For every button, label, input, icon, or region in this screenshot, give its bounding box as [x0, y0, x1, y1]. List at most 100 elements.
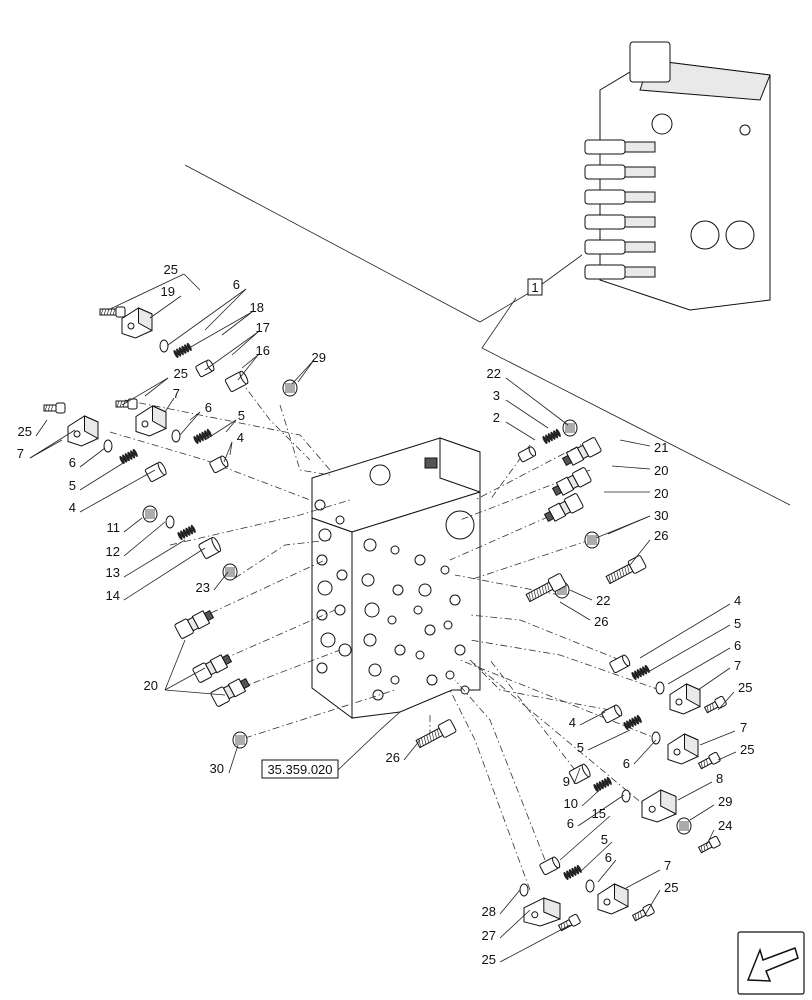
- solenoid: [584, 214, 626, 230]
- leader-c25g: [499, 924, 571, 963]
- leader-c25f: [644, 889, 661, 916]
- port-hole: [392, 584, 404, 596]
- port-hole: [338, 643, 352, 657]
- leader-c8: [677, 781, 713, 801]
- callout-c7b: 7: [17, 446, 24, 461]
- leader-c6d: [667, 647, 731, 685]
- leader-c22b: [569, 589, 593, 601]
- callout-c21: 21: [654, 440, 668, 455]
- callout-c29a: 29: [312, 350, 326, 365]
- leader-c9: [573, 767, 581, 785]
- leader-c4c: [639, 603, 731, 659]
- port-hole: [390, 675, 400, 685]
- port-hole: [424, 624, 436, 636]
- callout-c6e: 6: [623, 756, 630, 771]
- reference-box-group[interactable]: 35.359.020: [261, 711, 401, 779]
- spring-5c: [631, 664, 650, 681]
- plug-16: [224, 370, 249, 392]
- leader-c25b: [121, 377, 169, 406]
- sensor-21: [561, 437, 602, 467]
- leader-c25b: [144, 377, 169, 397]
- callout-c5e: 5: [601, 832, 608, 847]
- leader-c6a: [167, 288, 247, 346]
- bolt-25g: [557, 913, 581, 932]
- callout-c4d: 4: [569, 715, 576, 730]
- port-hole: [415, 650, 425, 660]
- leader-c3: [505, 399, 549, 429]
- solenoid: [584, 139, 626, 155]
- leader-c20a: [164, 667, 206, 691]
- port-hole: [454, 644, 466, 656]
- spring-13: [177, 524, 196, 541]
- callout-c7d: 7: [740, 720, 747, 735]
- spring-5e: [563, 864, 582, 881]
- port-hole: [336, 569, 348, 581]
- callout-c24: 24: [718, 818, 732, 833]
- port-hole: [335, 515, 345, 525]
- callout-c2: 2: [493, 410, 500, 425]
- leader-c5b: [79, 459, 129, 491]
- callout-c5d: 5: [577, 740, 584, 755]
- leader-c27: [499, 909, 531, 939]
- port-hole: [316, 662, 328, 674]
- leader-c5e: [579, 841, 613, 873]
- leader-c4a: [223, 441, 233, 463]
- leader-c6a: [204, 288, 247, 331]
- callout-c28: 28: [482, 904, 496, 919]
- arrow-icon[interactable]: [737, 931, 805, 995]
- leader-c20a: [164, 639, 186, 691]
- cover-7c: [669, 683, 701, 715]
- callout-c25b: 25: [174, 366, 188, 381]
- sensor-20e: [543, 493, 584, 523]
- leader-c29a: [297, 359, 315, 383]
- callout-c9: 9: [563, 774, 570, 789]
- leader-c30b: [595, 515, 651, 539]
- seal-6d: [655, 681, 665, 695]
- callout-c27: 27: [482, 928, 496, 943]
- callout-c16: 16: [256, 343, 270, 358]
- solenoid: [624, 266, 656, 278]
- callout-c14: 14: [106, 588, 120, 603]
- port-hole: [368, 663, 382, 677]
- seal-28: [519, 883, 529, 897]
- callout-c17: 17: [256, 320, 270, 335]
- screw-26c: [415, 719, 457, 749]
- leader-c25c: [35, 419, 48, 437]
- leader-c23: [213, 571, 229, 591]
- bolt-25e: [697, 751, 721, 770]
- port-hole: [387, 615, 397, 625]
- callout-c5c: 5: [734, 616, 741, 631]
- cover-7b: [67, 415, 99, 447]
- leader-c6g: [597, 859, 617, 883]
- callout-c4c: 4: [734, 593, 741, 608]
- callout-c26c: 26: [386, 750, 400, 765]
- callout-c22a: 22: [487, 366, 501, 381]
- cover-19: [121, 307, 153, 339]
- cover-7a: [135, 405, 167, 437]
- leader-c25a: [183, 273, 201, 291]
- leader-c18: [221, 311, 253, 336]
- callout-c8: 8: [716, 771, 723, 786]
- callout-c6a: 6: [233, 277, 240, 292]
- callout-c18: 18: [250, 300, 264, 315]
- sleeve-17: [195, 359, 215, 378]
- leader-c30a: [228, 744, 239, 774]
- spring-5d: [623, 714, 642, 731]
- solenoid: [624, 191, 656, 203]
- port-hole: [314, 499, 326, 511]
- callout-c5b: 5: [69, 478, 76, 493]
- bolt-25c: [43, 402, 66, 414]
- callout-c25f: 25: [664, 880, 678, 895]
- leader-c29b: [689, 804, 715, 821]
- piston-9: [568, 763, 591, 784]
- plug-29a: [282, 379, 298, 397]
- reference-box[interactable]: 35.359.020: [267, 762, 332, 777]
- solenoid: [624, 166, 656, 178]
- bolt-25d: [703, 695, 727, 714]
- sleeve-15: [539, 856, 561, 876]
- plug-11: [142, 505, 158, 523]
- leader-c5c: [647, 624, 731, 673]
- assembly-marker: 1: [531, 280, 538, 295]
- port-hole: [317, 580, 333, 596]
